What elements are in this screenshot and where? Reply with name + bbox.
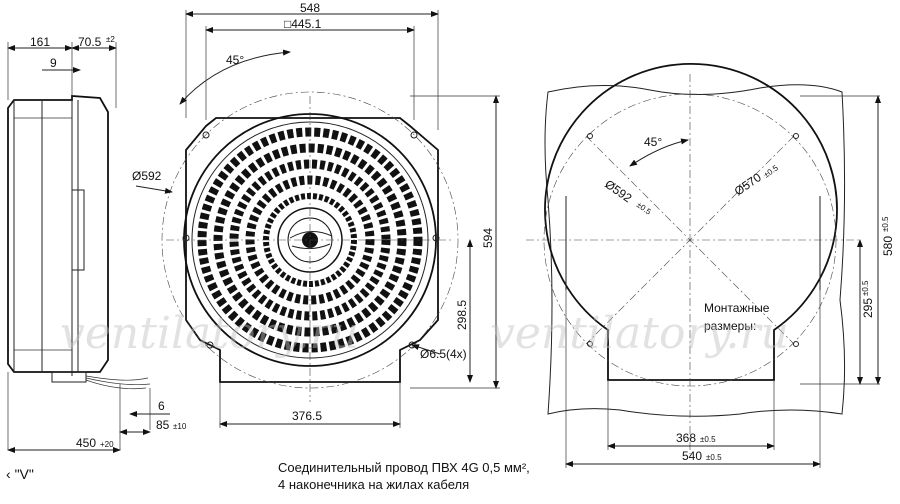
dim-445-1: □445.1 bbox=[284, 17, 322, 31]
mount-dim-d570-tol: ±0.5 bbox=[762, 163, 780, 180]
view-label-text: "V" bbox=[14, 466, 34, 482]
dim-594: 594 bbox=[481, 228, 495, 248]
mount-dim-368: 368 bbox=[676, 431, 696, 445]
dim-161: 161 bbox=[30, 35, 50, 49]
view-label: ‹ "V" bbox=[6, 466, 34, 482]
mount-dim-540-tol: ±0.5 bbox=[706, 453, 722, 462]
watermark-right: ventilatory.ru bbox=[490, 308, 789, 359]
mount-dim-540: 540 bbox=[682, 449, 702, 463]
dim-9: 9 bbox=[50, 56, 57, 70]
mount-dim-45-deg: 45° bbox=[644, 135, 662, 149]
dim-6: 6 bbox=[158, 399, 165, 413]
mount-dim-d570: Ø570 bbox=[732, 170, 764, 198]
mount-dim-295-tol: ±0.5 bbox=[861, 280, 870, 296]
dim-85-tol: ±10 bbox=[173, 422, 187, 431]
cable-caption: Соединительный провод ПВХ 4G 0,5 мм², 4 … bbox=[278, 459, 530, 493]
dim-450-tol: +20 bbox=[100, 440, 114, 449]
dim-hole-6-5: Ø6.5(4x) bbox=[420, 347, 467, 361]
mount-dim-368-tol: ±0.5 bbox=[700, 435, 716, 444]
mount-label-line2: размеры: bbox=[704, 319, 756, 333]
view-arrow-icon: ‹ bbox=[6, 466, 15, 482]
dim-298-5: 298.5 bbox=[455, 300, 469, 330]
mounting-view: 45° Ø592 ±0.5 Ø570 ±0.5 Монтажные размер… bbox=[526, 62, 895, 468]
dim-70-5: 70.5 bbox=[78, 35, 102, 49]
dim-45-deg: 45° bbox=[226, 53, 244, 67]
dim-d592: Ø592 bbox=[132, 169, 162, 183]
dim-450: 450 bbox=[76, 436, 96, 450]
side-view: 161 70.5 ±2 9 6 85 ±10 450 +20 bbox=[7, 35, 187, 453]
mount-dim-580-tol: ±0.5 bbox=[881, 216, 890, 232]
dim-376-5: 376.5 bbox=[292, 409, 322, 423]
mount-dim-d592-tol: ±0.5 bbox=[635, 200, 653, 217]
dim-548: 548 bbox=[300, 1, 320, 15]
dim-70-5-tol: ±2 bbox=[106, 35, 115, 44]
mount-dim-580: 580 bbox=[881, 236, 895, 256]
dim-85: 85 bbox=[156, 418, 170, 432]
caption-line-1: Соединительный провод ПВХ 4G 0,5 мм², bbox=[278, 460, 530, 475]
watermark-left: ventilatory.ru bbox=[60, 308, 359, 359]
mount-label-line1: Монтажные bbox=[704, 301, 770, 315]
front-view: 548 □445.1 45° Ø592 594 298.5 Ø6.5(4x) 3… bbox=[132, 1, 500, 428]
caption-line-2: 4 наконечника на жилах кабеля bbox=[278, 477, 470, 492]
mount-dim-295: 295 bbox=[861, 298, 875, 318]
mount-dim-d592: Ø592 bbox=[602, 177, 634, 205]
